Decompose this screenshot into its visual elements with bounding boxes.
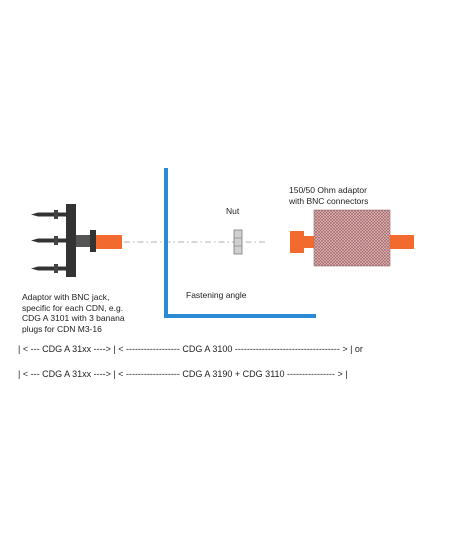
label-nut: Nut	[226, 206, 240, 216]
bnc-jack-body	[76, 235, 90, 247]
label-fastening-angle: Fastening angle	[186, 290, 247, 300]
label-right-adaptor: 150/50 Ohm adaptor with BNC connectors	[289, 185, 369, 206]
bnc-jack-flange	[90, 230, 96, 252]
adaptor-body	[313, 209, 391, 267]
left-adaptor	[31, 204, 122, 277]
bnc-connector-left	[290, 231, 304, 253]
fastening-angle	[164, 168, 316, 318]
bracket-line-1: | < --- CDG A 31xx ----> | < -----------…	[18, 344, 363, 354]
bnc-connector-right	[390, 235, 414, 249]
bnc-jack-orange	[96, 235, 122, 249]
bracket-line-2: | < --- CDG A 31xx ----> | < -----------…	[18, 369, 348, 379]
right-adaptor	[290, 209, 414, 267]
nut	[233, 229, 243, 255]
adaptor-plate	[66, 204, 76, 277]
label-left-adaptor: Adaptor with BNC jack, specific for each…	[22, 292, 125, 334]
